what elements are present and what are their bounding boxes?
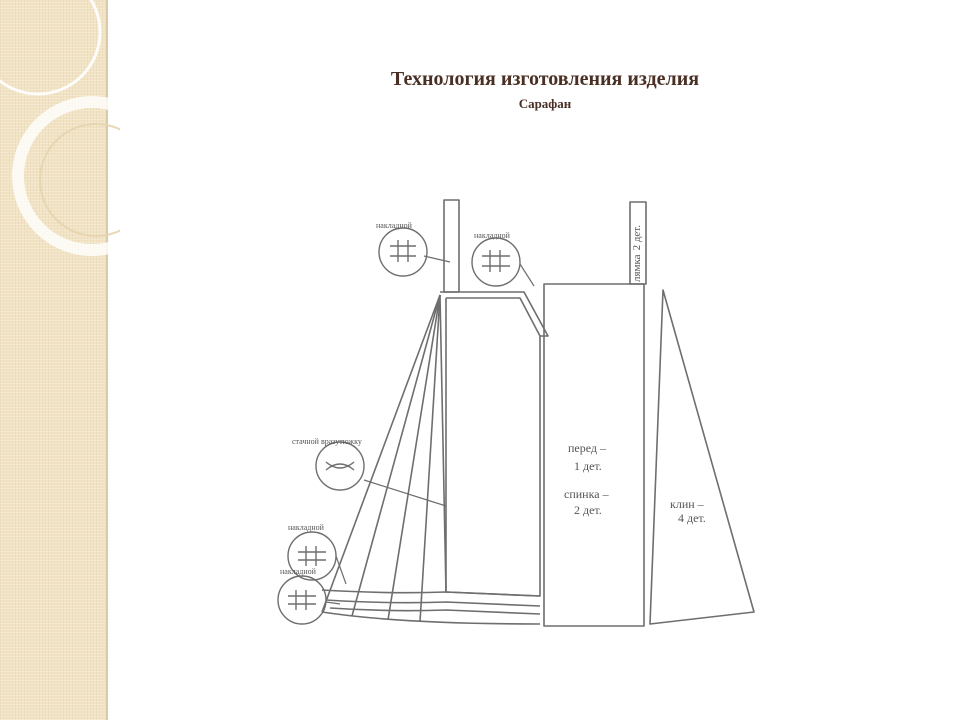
callout-label-mid-left: стачной вразутюжку — [292, 437, 362, 446]
callout-label-top-mid: накладной — [474, 231, 511, 240]
lapped-seam-icon — [390, 240, 416, 262]
slide-title: Технология изготовления изделия — [390, 68, 700, 90]
front-label-count: 1 дет. — [574, 459, 602, 473]
strap-label-count: 2 дет. — [631, 225, 643, 251]
ring-large — [0, 0, 102, 96]
hem-band-2 — [325, 599, 541, 607]
strap-label: лямка 2 дет. — [631, 225, 643, 282]
seam-callout-top-mid — [471, 237, 521, 287]
gore-line-4 — [419, 294, 441, 623]
strap-label-name: лямка — [631, 254, 643, 282]
lapped-seam-icon — [298, 546, 326, 566]
leader-arrow-2 — [519, 263, 535, 287]
leader-arrow-3 — [363, 479, 447, 507]
back-label-count: 2 дет. — [574, 503, 602, 517]
plain-seam-icon — [325, 461, 355, 471]
hem-bottom-edge — [321, 611, 541, 625]
hem-band-3 — [329, 607, 541, 615]
left-strap-outline — [443, 199, 460, 293]
gore-line-3 — [387, 294, 441, 621]
seam-callout-mid-left — [315, 441, 365, 491]
callout-label-bottom-1: накладной — [288, 523, 325, 532]
leader-arrow-4 — [335, 555, 347, 585]
callout-label-bottom-2: накладной — [280, 567, 317, 576]
right-wedge-outline — [649, 289, 755, 625]
front-panel-outline — [543, 283, 645, 627]
hem-band-1 — [321, 589, 541, 597]
seam-callout-top-left — [378, 227, 428, 277]
ring-inner — [39, 123, 120, 237]
side-panel-edge — [106, 0, 108, 720]
wedge-label-name: клин – — [670, 497, 705, 511]
seam-callout-bottom-2 — [277, 575, 327, 625]
sarafan-technical-drawing: накладной накладной стачной вразутюжку н… — [277, 199, 755, 627]
wedge-label-count: 4 дет. — [678, 511, 706, 525]
right-strap-outline — [629, 201, 647, 285]
gore-line-5 — [439, 294, 447, 593]
back-panel-outline — [445, 298, 541, 597]
lapped-seam-icon — [288, 590, 316, 610]
lapped-seam-icon — [482, 250, 510, 272]
yoke-outline — [440, 291, 549, 337]
decorative-rings — [0, 0, 120, 256]
leader-arrow-5 — [325, 601, 341, 605]
callout-label-top-left: накладной — [376, 221, 413, 230]
gore-line-2 — [351, 294, 441, 617]
gore-line-1 — [321, 294, 441, 613]
ring-middle — [12, 96, 120, 256]
back-label-name: спинка – — [564, 487, 610, 501]
front-label-name: перед – — [568, 441, 607, 455]
slide-subtitle: Сарафан — [518, 96, 572, 111]
leader-arrow-1 — [423, 255, 451, 263]
